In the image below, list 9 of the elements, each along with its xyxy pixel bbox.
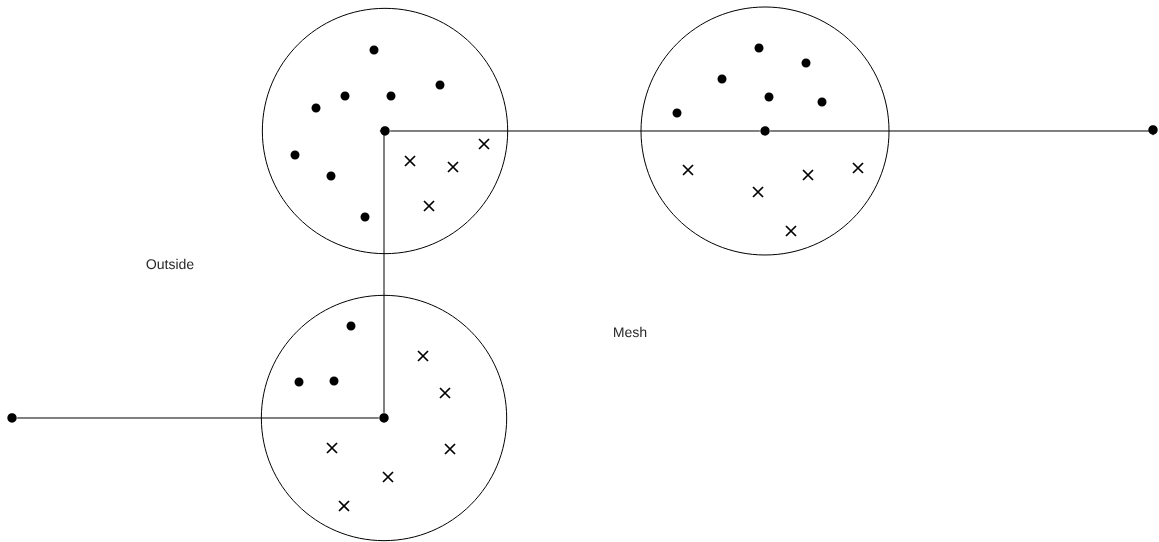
connector-line <box>379 130 385 414</box>
region-label: Mesh <box>614 326 647 338</box>
connector-line <box>769 130 1154 136</box>
circle <box>640 6 890 256</box>
connector-line <box>389 130 761 132</box>
region-label: Outside <box>146 258 194 270</box>
circle <box>260 294 508 542</box>
circle <box>261 7 509 255</box>
connector-line <box>16 417 380 419</box>
